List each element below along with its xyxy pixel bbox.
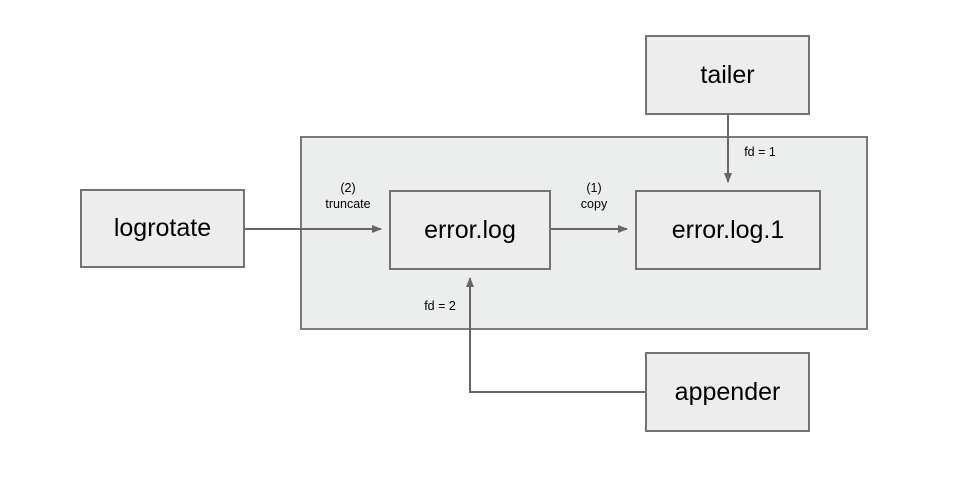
edge-label-copy-line1: (1) — [586, 181, 602, 195]
edge-label-fd-1-text: fd = 1 — [744, 145, 776, 159]
node-tailer[interactable]: tailer — [645, 35, 810, 115]
edge-label-copy-line2: copy — [580, 196, 608, 211]
edge-label-truncate: (2) truncate — [325, 181, 370, 212]
edge-label-fd-2: fd = 2 — [424, 299, 456, 315]
edge-label-fd-1: fd = 1 — [744, 145, 776, 161]
node-tailer-label: tailer — [700, 60, 755, 89]
node-error-log[interactable]: error.log — [389, 190, 551, 270]
node-logrotate[interactable]: logrotate — [80, 189, 245, 268]
node-appender[interactable]: appender — [645, 352, 810, 432]
edge-label-truncate-line2: truncate — [325, 196, 371, 211]
edge-label-copy: (1) copy — [581, 181, 607, 212]
edge-label-truncate-line1: (2) — [340, 181, 356, 195]
edge-label-fd-2-text: fd = 2 — [424, 299, 456, 313]
node-logrotate-label: logrotate — [113, 214, 212, 242]
node-error-log-1[interactable]: error.log.1 — [635, 190, 821, 270]
node-error-log-label: error.log — [424, 215, 516, 244]
node-appender-label: appender — [674, 377, 781, 406]
node-error-log-1-label: error.log.1 — [671, 215, 785, 244]
